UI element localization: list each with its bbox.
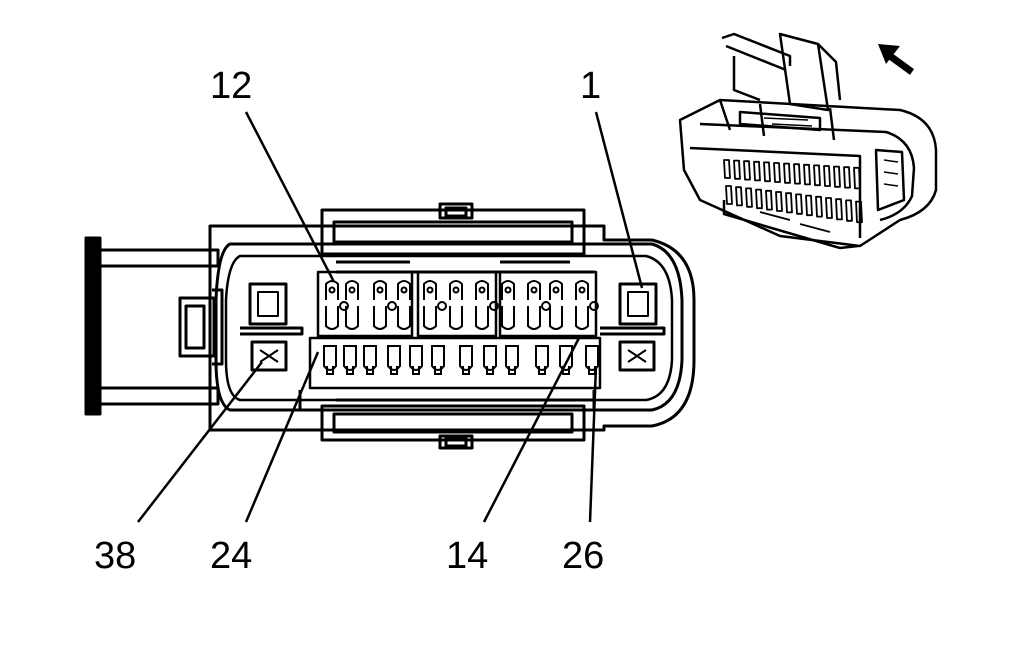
- iso-terminal: [723, 159, 733, 205]
- leader-pin-12: [244, 111, 336, 283]
- iso-terminal: [833, 165, 843, 221]
- terminal-cavity: [527, 301, 551, 330]
- terminal-cavity: [535, 345, 549, 375]
- terminal-cavity: [397, 280, 411, 300]
- terminal-cavity: [423, 301, 447, 330]
- terminal-row-middle: [325, 301, 599, 330]
- iso-terminal: [743, 160, 753, 208]
- label-pin-1: 1: [580, 65, 601, 107]
- iso-terminal: [843, 166, 853, 222]
- terminal-cavity: [431, 345, 445, 375]
- outer-shroud: [208, 224, 696, 432]
- left-key-cavity: [240, 282, 304, 372]
- iso-terminal: [733, 159, 743, 207]
- iso-terminal: [853, 166, 863, 224]
- terminal-cavity: [459, 345, 473, 375]
- terminal-cavity: [363, 345, 377, 375]
- label-pin-38: 38: [94, 535, 136, 577]
- label-pin-26: 26: [562, 535, 604, 577]
- terminal-cavity: [575, 280, 589, 300]
- terminal-cavity: [449, 280, 463, 300]
- terminal-cavity: [397, 306, 411, 330]
- leader-pin-38: [137, 361, 263, 523]
- iso-terminal: [763, 161, 773, 211]
- top-lock-tab: [320, 202, 594, 274]
- leader-lines: [137, 111, 644, 523]
- iso-terminal: [793, 163, 803, 215]
- terminal-cavity: [325, 280, 339, 300]
- right-key-cavity: [600, 282, 666, 372]
- terminal-row-top: [325, 280, 589, 300]
- terminal-cavity: [345, 306, 359, 330]
- terminal-cavity: [549, 306, 563, 330]
- iso-terminal: [813, 164, 823, 218]
- terminal-cavity: [527, 280, 541, 300]
- terminal-cavity: [449, 306, 463, 330]
- leader-pin-14: [482, 335, 582, 523]
- terminal-cavity: [323, 345, 337, 375]
- terminal-cavity: [373, 280, 387, 300]
- terminal-cavity: [505, 345, 519, 375]
- terminal-cavity: [343, 345, 357, 375]
- terminal-cavity: [423, 280, 437, 300]
- rear-latch: [84, 236, 224, 416]
- iso-terminal: [753, 160, 763, 210]
- iso-terminal: [773, 162, 783, 212]
- terminal-cavity: [501, 306, 515, 330]
- terminal-cavity: [501, 280, 515, 300]
- terminal-cavity: [575, 301, 599, 330]
- iso-terminal: [803, 163, 813, 217]
- iso-terminal: [823, 165, 833, 219]
- bottom-lock-tab: [298, 390, 596, 450]
- label-pin-14: 14: [446, 535, 488, 577]
- terminal-cavity: [373, 301, 397, 330]
- leader-pin-26: [588, 365, 598, 523]
- leader-pin-24: [244, 351, 320, 523]
- terminal-cavity: [483, 345, 497, 375]
- terminal-cavity: [549, 280, 563, 300]
- terminal-cavity: [409, 345, 423, 375]
- label-pin-12: 12: [210, 65, 252, 107]
- terminal-cavity: [475, 280, 489, 300]
- arrow-up-left-icon: [878, 44, 915, 75]
- iso-terminal: [783, 162, 793, 214]
- label-pin-24: 24: [210, 535, 252, 577]
- connector-isometric-icon: [678, 32, 938, 250]
- terminal-cavity: [387, 345, 401, 375]
- terminal-cavity: [325, 301, 349, 330]
- connector-face-icon: [84, 202, 696, 450]
- terminal-cavity: [345, 280, 359, 300]
- terminal-row-bottom: [323, 345, 599, 375]
- leader-pin-1: [594, 111, 644, 289]
- terminal-cavity: [475, 301, 499, 330]
